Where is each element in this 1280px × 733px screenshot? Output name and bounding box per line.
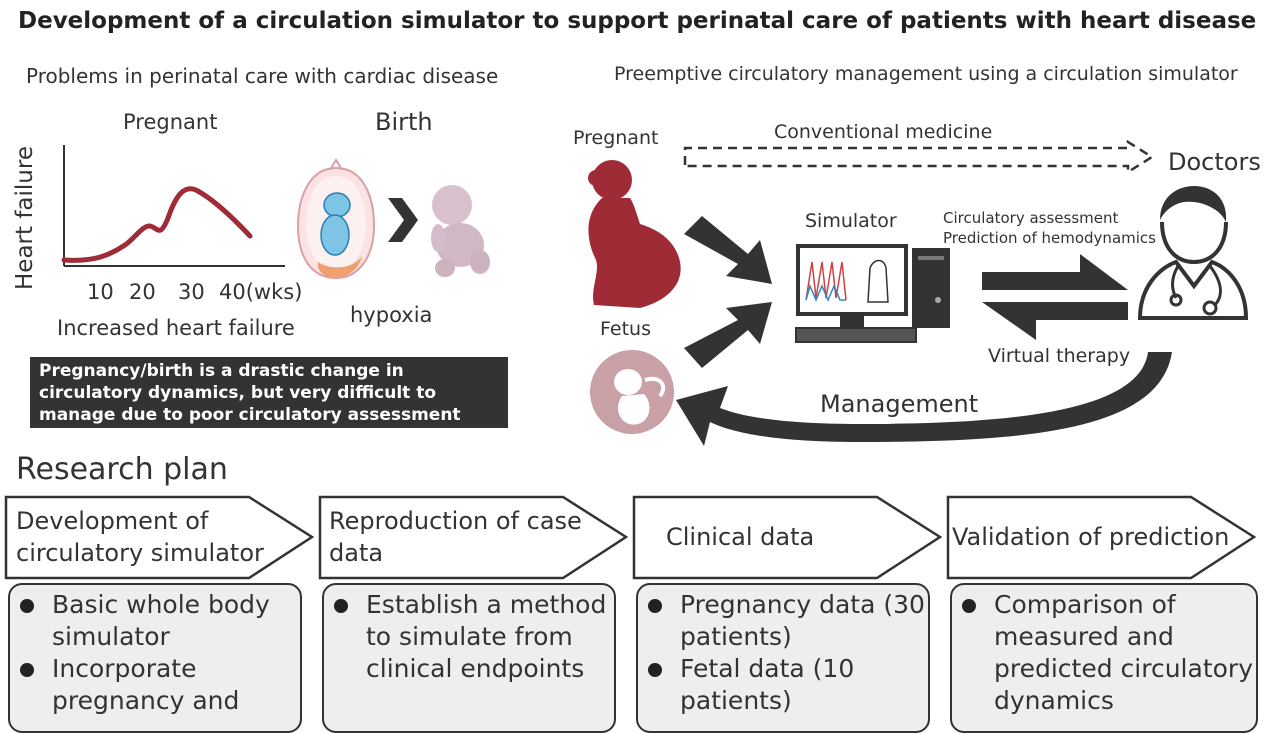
list-item: Establish a method to simulate from clin… xyxy=(324,589,614,685)
pregnant-to-simulator-arrow xyxy=(684,216,772,284)
x-tick-20: 20 xyxy=(129,280,156,304)
page-title: Development of a circulation simulator t… xyxy=(18,8,1257,34)
conventional-dashed-arrow xyxy=(683,139,1155,175)
problem-statement: Pregnancy/birth is a drastic change in c… xyxy=(30,357,508,428)
fetus-icon xyxy=(590,350,674,434)
fetus-label: Fetus xyxy=(600,318,651,340)
conventional-medicine-label: Conventional medicine xyxy=(774,121,993,143)
fetus-to-simulator-arrow xyxy=(684,302,772,368)
list-item: Basic whole body simulator xyxy=(10,589,300,653)
assessment-line-1: Circulatory assessment xyxy=(943,209,1119,227)
step-4-details: Comparison of measured and predicted cir… xyxy=(950,583,1258,733)
list-item: Pregnancy data (30 patients) xyxy=(638,589,928,653)
x-tick-10: 10 xyxy=(87,280,114,304)
right-panel-heading: Preemptive circulatory management using … xyxy=(614,63,1238,85)
step-2-details: Establish a method to simulate from clin… xyxy=(322,583,616,733)
pregnant-label-right: Pregnant xyxy=(573,127,659,149)
y-axis-label: Heart failure xyxy=(12,146,38,290)
x-tick-40: 40(wks) xyxy=(219,280,303,304)
simulator-computer-icon xyxy=(795,244,950,343)
curve-caption: Increased heart failure xyxy=(57,316,295,340)
birth-label: Birth xyxy=(375,108,433,136)
step-4-label: Validation of prediction xyxy=(952,523,1230,551)
simulator-to-doctor-arrow xyxy=(982,254,1128,290)
step-1-label: Development of circulatory simulator xyxy=(16,507,264,567)
pregnant-woman-icon xyxy=(588,160,681,308)
list-item: Fetal data (10 patients) xyxy=(638,653,928,717)
step-3-label: Clinical data xyxy=(666,523,815,551)
left-panel-heading: Problems in perinatal care with cardiac … xyxy=(26,64,499,88)
heart-failure-curve xyxy=(61,186,253,263)
x-tick-30: 30 xyxy=(178,280,205,304)
virtual-therapy-label: Virtual therapy xyxy=(988,345,1131,367)
step-1-details: Basic whole body simulator Incorporate p… xyxy=(8,583,302,733)
hypoxia-label: hypoxia xyxy=(350,303,433,327)
simulator-label: Simulator xyxy=(805,210,897,232)
assessment-line-2: Prediction of hemodynamics xyxy=(943,229,1156,247)
step-3-details: Pregnancy data (30 patients) Fetal data … xyxy=(636,583,930,733)
doctor-to-simulator-arrow xyxy=(982,302,1128,340)
list-item: Incorporate pregnancy and xyxy=(10,653,300,717)
step-2-label: Reproduction of case data xyxy=(329,507,582,567)
doctors-label: Doctors xyxy=(1168,148,1261,176)
doctor-icon xyxy=(1137,186,1249,320)
list-item: Comparison of measured and predicted cir… xyxy=(952,589,1256,717)
research-plan-title: Research plan xyxy=(16,452,228,487)
management-label: Management xyxy=(820,390,979,418)
pregnant-label-left: Pregnant xyxy=(123,110,218,134)
